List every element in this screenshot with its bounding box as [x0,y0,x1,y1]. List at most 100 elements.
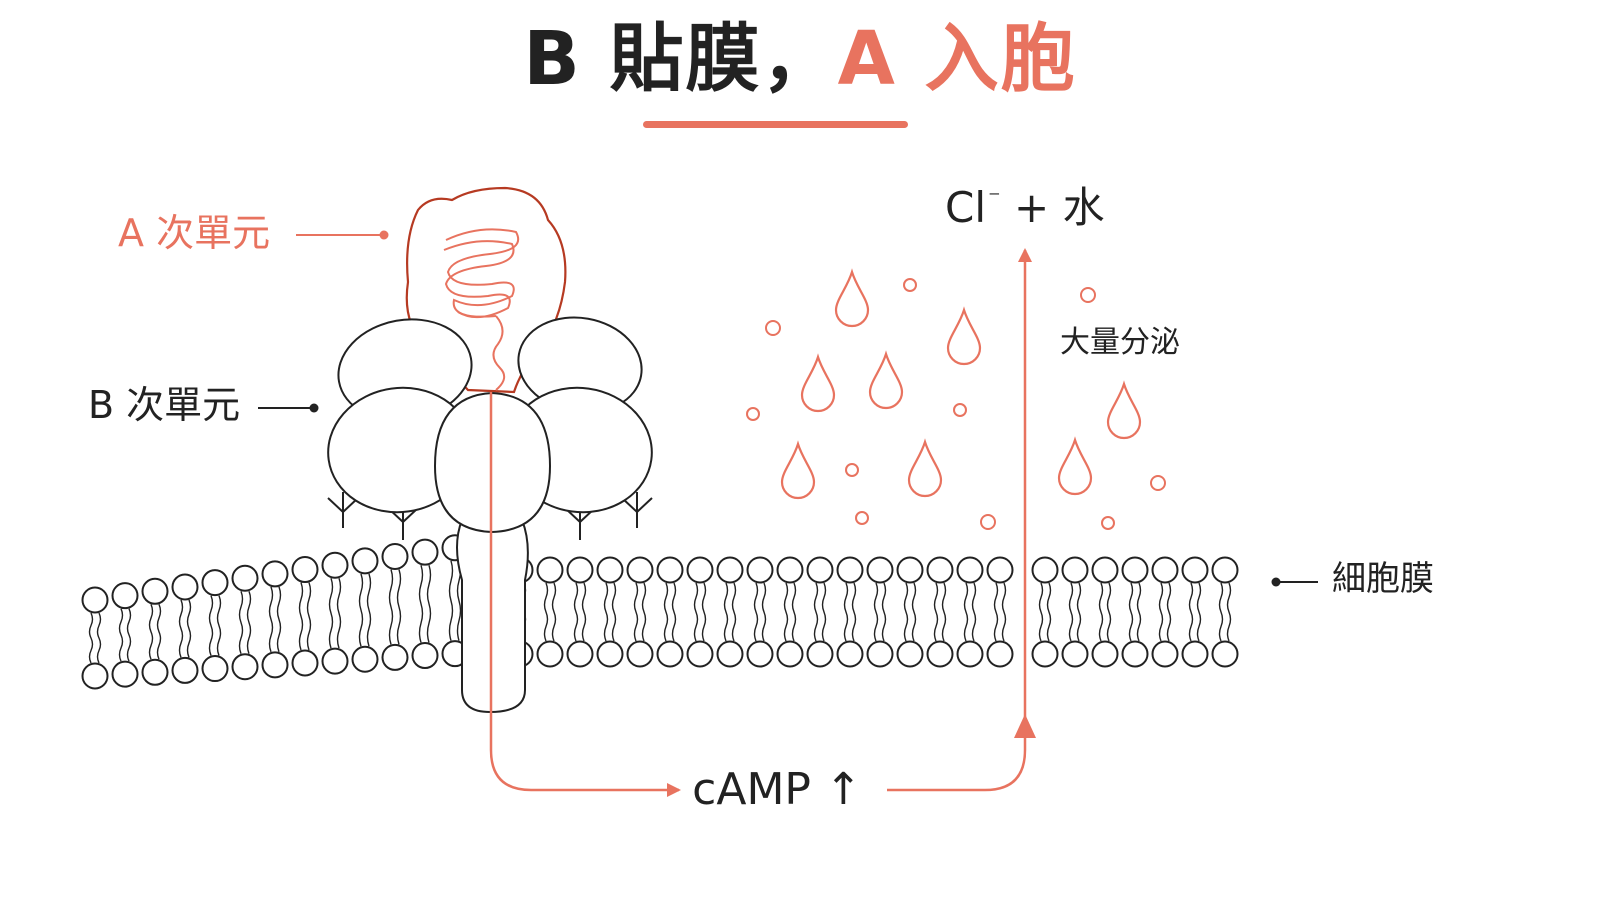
lipid-tails [1188,582,1202,642]
lipid-tails [148,604,162,660]
chloride-symbol: Cl [945,183,986,232]
chloride-charge: ⁻ [988,184,1001,212]
lipid-head [201,569,229,597]
bubble-icon [855,511,869,525]
secretion-particles [746,268,1166,530]
lipid-tails [388,569,402,645]
bubble-icon [765,320,781,336]
lipid-head [956,556,984,584]
lipid-head [1151,640,1179,668]
bubble-icon [903,278,917,292]
lipid-head [716,640,744,668]
lipid-head [261,560,289,588]
bubble-icon [1150,475,1166,491]
lipid-head [171,656,199,684]
lipid-tails [178,599,192,658]
lipid-head [806,556,834,584]
lipid-head [686,640,714,668]
lipid-head [381,643,409,671]
lipid-head [381,543,409,570]
droplet-icon [868,350,904,410]
lipid-tails [873,582,887,642]
b-subunit [327,316,653,534]
lipid-head [1121,640,1149,668]
membrane-leader [1271,577,1318,587]
lipid-tails [903,582,917,642]
lipid-tails [358,573,372,647]
lipid-tails [963,582,977,642]
a-subunit-label: A 次單元 [118,211,271,255]
lipid-head [746,640,774,668]
lipid-head [716,556,744,584]
lipid-tails [298,582,312,651]
lipid-tails [783,582,797,642]
lipid-head [1061,556,1089,584]
lipid-head [536,640,564,668]
lipid-tails [693,582,707,642]
secretion-label: 大量分泌 [1060,325,1180,360]
a-subunit-leader [296,230,389,240]
lipid-tails [268,586,282,653]
lipid-head [111,582,139,610]
b-subunit-label: B 次單元 [88,383,241,427]
lipid-head [566,640,594,668]
camp-text: cAMP [692,764,811,815]
lipid-head [626,556,654,584]
lipid-tails [448,560,462,641]
title-part1: B 貼膜， [523,16,838,102]
lipid-tails [418,564,432,643]
droplet-icon [800,353,836,413]
lipid-head [171,573,199,601]
lipid-tails [208,595,222,656]
cell-membrane [81,534,1239,690]
lipid-head [141,577,169,605]
lipid-head [1061,640,1089,668]
lipid-tails [813,582,827,642]
water-text: + 水 [1000,183,1105,232]
lipid-head [776,640,804,668]
lipid-head [1091,640,1119,668]
lipid-tails [573,582,587,642]
lipid-tails [1068,582,1082,642]
lipid-head [1031,640,1059,668]
lipid-head [411,538,439,566]
lipid-head [656,556,684,584]
lipid-head [81,662,109,690]
lipid-head [321,551,349,579]
lipid-head [1121,556,1149,584]
lipid-head [231,653,259,681]
lipid-head [926,640,954,668]
lipid-tails [1098,582,1112,642]
droplet-icon [946,306,982,366]
lipid-head [566,556,594,584]
lipid-head [746,556,774,584]
droplet-icon [1057,436,1093,496]
arrow-mid-head [1014,714,1036,738]
lipid-head [1031,556,1059,584]
lipid-head [201,655,229,683]
lipid-head [291,649,319,677]
lipid-head [596,556,624,584]
lipid-head [596,640,624,668]
bubble-icon [1101,516,1115,530]
lipid-head [321,647,349,675]
lipid-head [351,547,379,575]
lipid-head [926,556,954,584]
lipid-head [261,651,289,679]
lipid-tails [543,582,557,642]
lipid-tails [238,590,252,654]
b-subunit-leader [258,403,319,413]
lipid-head [411,642,439,670]
lipid-head [626,640,654,668]
bubble-icon [746,407,760,421]
lipid-tails [723,582,737,642]
arrow-to-secretion [887,248,1032,792]
lipid-head [1211,556,1239,584]
lipid-tails [1128,582,1142,642]
lipid-head [111,660,139,688]
lipid-head [866,640,894,668]
arrow-to-camp [489,392,681,797]
bubble-icon [845,463,859,477]
lipid-head [1181,640,1209,668]
